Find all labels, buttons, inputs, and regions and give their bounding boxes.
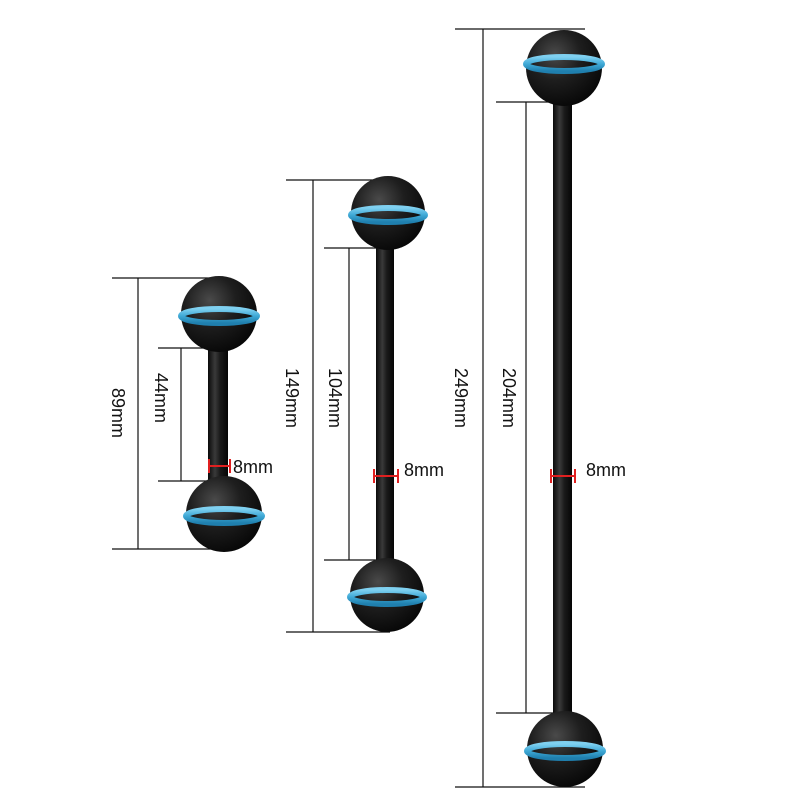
medium-arm: 149mm 104mm 8mm <box>282 176 444 633</box>
diameter-marker <box>208 459 231 473</box>
shaft-length-dimension <box>324 247 380 561</box>
shaft-diameter-label: 8mm <box>404 460 444 480</box>
top-ball <box>523 30 605 106</box>
overall-length-label: 149mm <box>282 368 302 428</box>
overall-length-dimension <box>112 277 215 550</box>
bottom-ball <box>183 476 265 552</box>
diameter-marker <box>550 469 576 483</box>
overall-length-label: 249mm <box>451 368 471 428</box>
shaft-diameter-label: 8mm <box>233 457 273 477</box>
bottom-ball <box>347 558 427 632</box>
short-arm: 89mm 44mm 8mm <box>108 276 273 552</box>
shaft-length-label: 104mm <box>325 368 345 428</box>
shaft-length-label: 44mm <box>151 373 171 423</box>
shaft-diameter-label: 8mm <box>586 460 626 480</box>
long-arm: 249mm 204mm 8mm <box>451 28 626 788</box>
shaft <box>553 82 572 742</box>
top-ball <box>178 276 260 352</box>
shaft-length-label: 204mm <box>499 368 519 428</box>
diameter-marker <box>373 469 399 483</box>
overall-length-label: 89mm <box>108 388 128 438</box>
shaft-length-dimension <box>158 347 210 482</box>
bottom-ball <box>524 711 606 787</box>
shaft <box>208 330 228 500</box>
top-ball <box>348 176 428 250</box>
overall-length-dimension <box>455 28 585 788</box>
shaft <box>376 232 394 577</box>
